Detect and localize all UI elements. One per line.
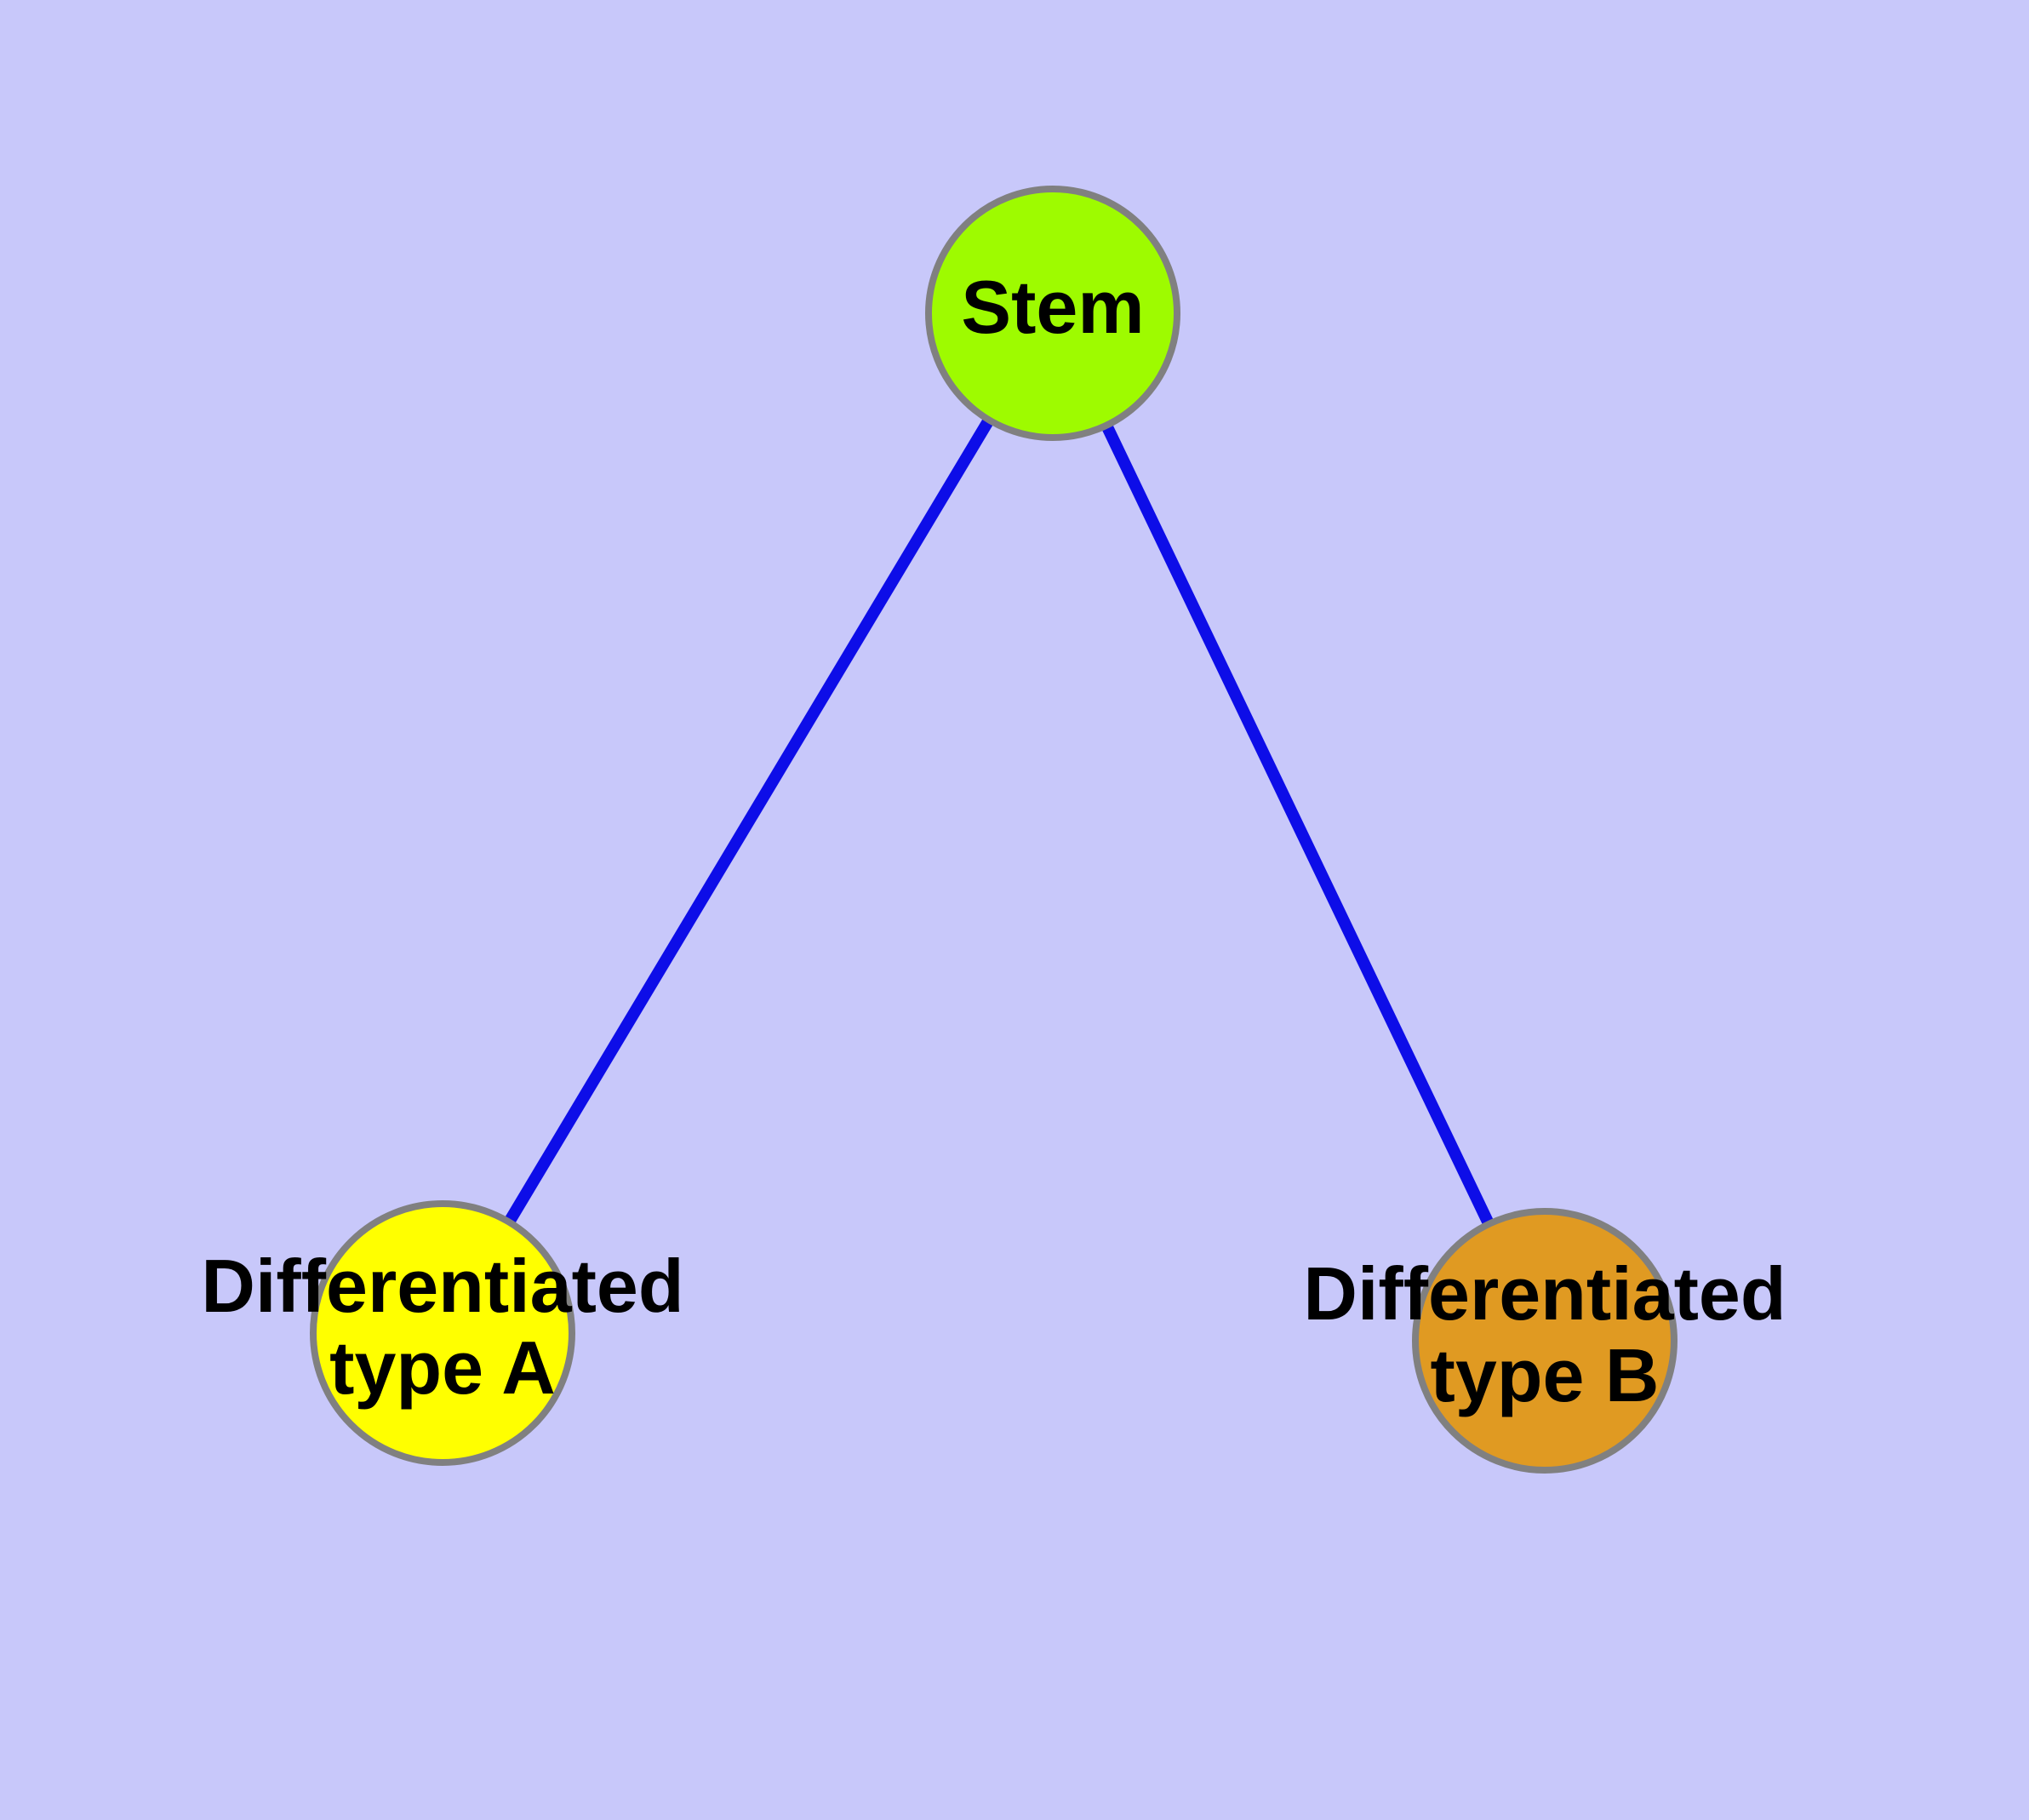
node-circle-differentiated-type-a[interactable] <box>310 1200 575 1466</box>
edge-stem-to-differentiated-type-a[interactable] <box>437 310 1059 1336</box>
node-circle-differentiated-type-b[interactable] <box>1412 1208 1677 1474</box>
node-differentiated-type-a[interactable] <box>310 1200 575 1466</box>
node-differentiated-type-b[interactable] <box>1412 1208 1677 1474</box>
node-circle-stem[interactable] <box>925 186 1180 441</box>
node-label-stem: Stem <box>961 265 1144 349</box>
node-label-line: type A <box>329 1325 556 1410</box>
node-stem[interactable] <box>925 186 1180 441</box>
node-label-line: type B <box>1431 1333 1660 1417</box>
node-label-line: Stem <box>961 265 1144 349</box>
node-label-line: Differentiated <box>201 1244 683 1328</box>
edge-stem-to-differentiated-type-b[interactable] <box>1047 310 1551 1344</box>
edges-layer <box>437 310 1551 1344</box>
node-label-line: Differentiated <box>1303 1251 1786 1336</box>
nodes-layer <box>310 186 1677 1474</box>
